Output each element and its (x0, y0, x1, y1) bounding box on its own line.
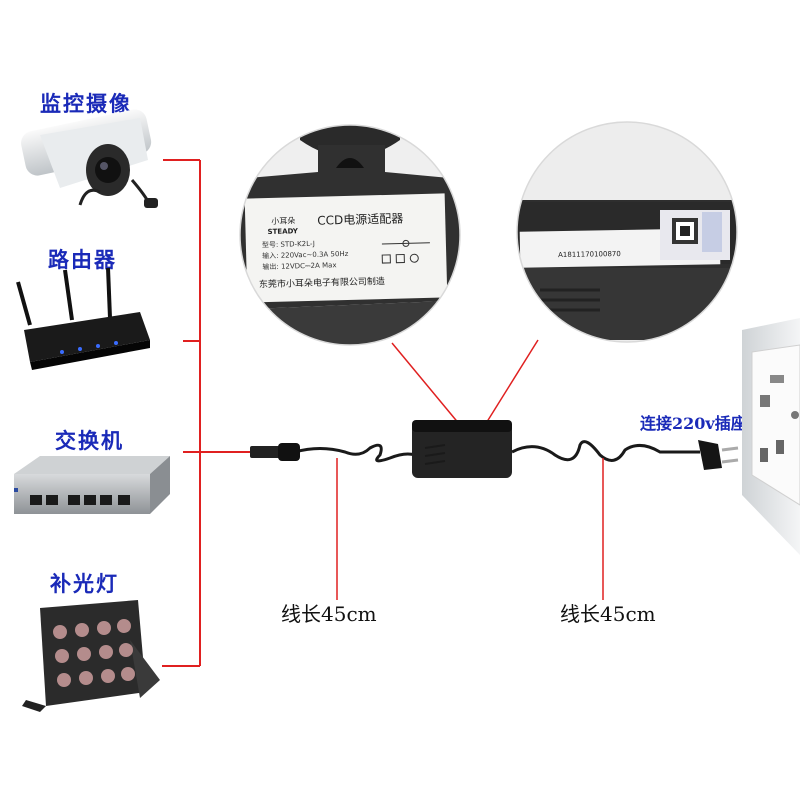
adapter-side-closeup: A1811170100870 (510, 120, 750, 360)
adapter-brand: 小耳朵 (271, 216, 295, 226)
wall-socket-image (742, 318, 800, 555)
power-adapter-with-cables (250, 420, 738, 478)
switch-image (14, 456, 170, 514)
adapter-serial: A1811170100870 (558, 250, 621, 259)
connection-bracket (162, 160, 250, 666)
adapter-brand-en: STEADY (267, 227, 299, 236)
camera-image (19, 107, 158, 208)
fill-light-image (22, 600, 160, 712)
adapter-product: CCD电源适配器 (317, 211, 403, 227)
router-image (18, 268, 150, 370)
adapter-label-closeup: 小耳朵 STEADY CCD电源适配器 型号: STD-K2L-J 输入: 22… (225, 120, 470, 360)
adapter-model: 型号: STD-K2L-J (262, 239, 315, 249)
